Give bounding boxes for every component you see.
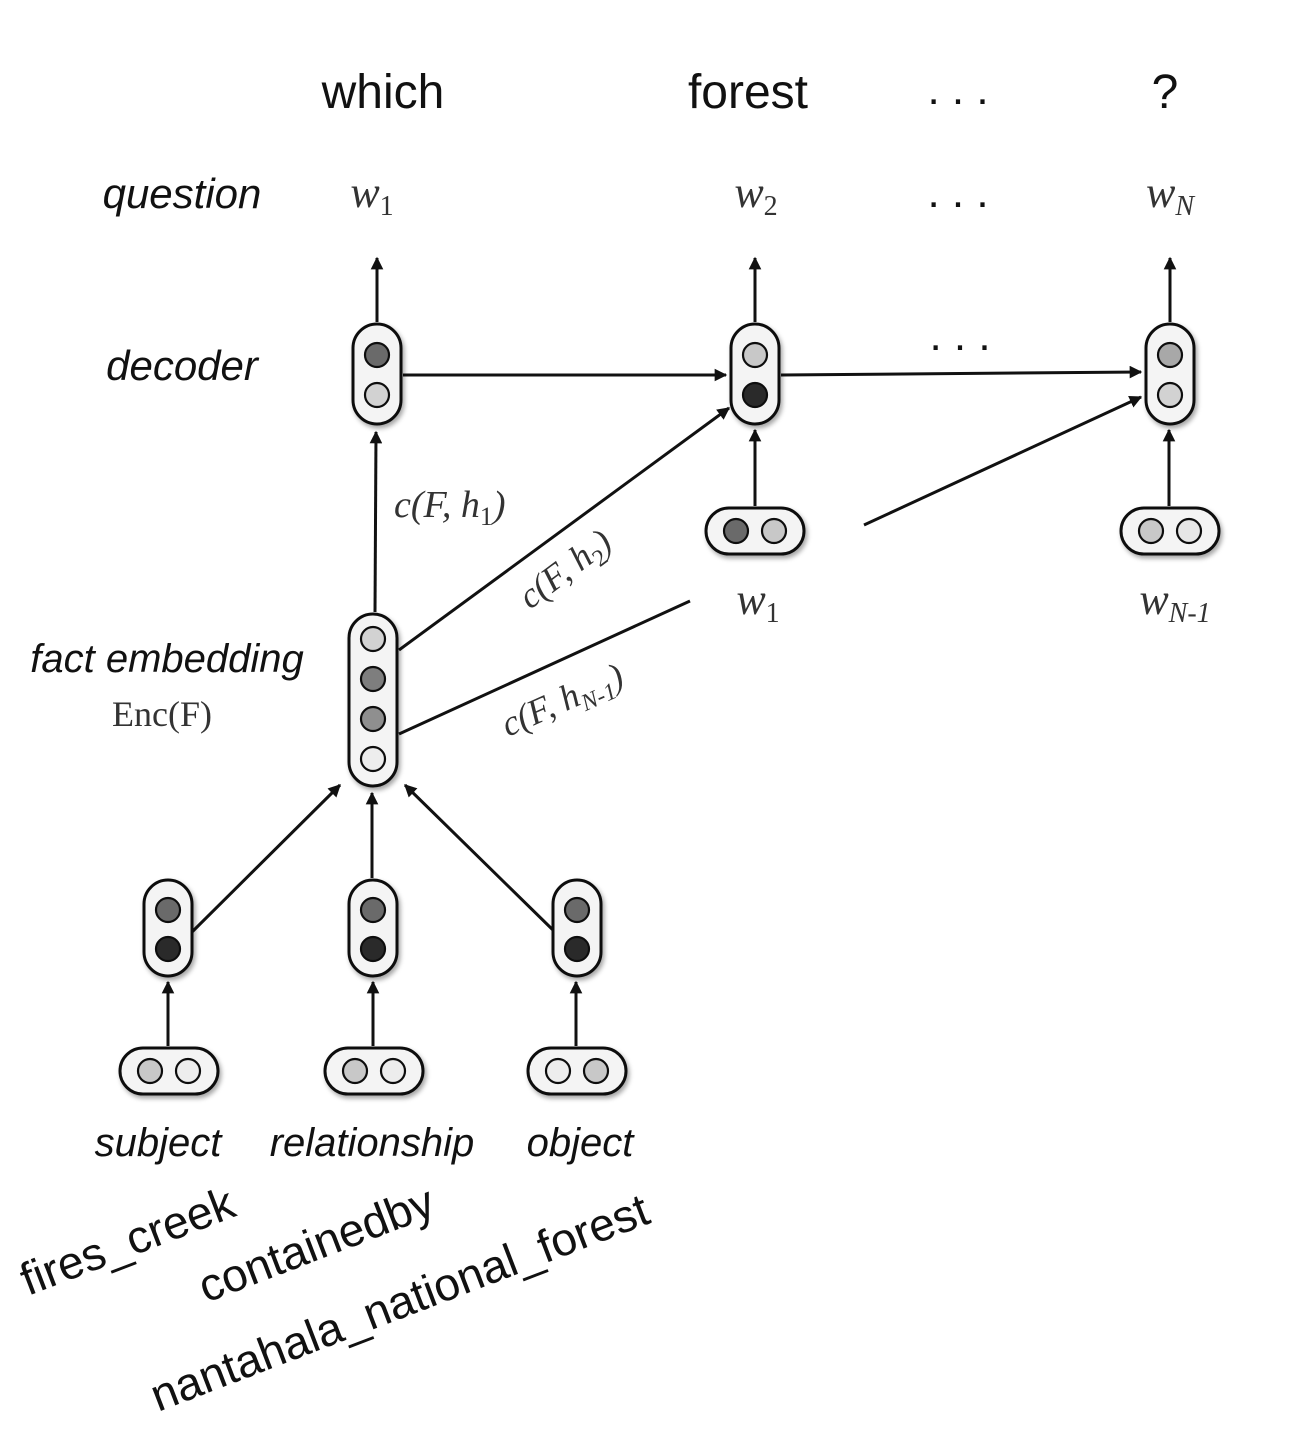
- relationship-encoder-unit-1: [359, 896, 387, 924]
- label-decoder: decoder: [106, 342, 260, 389]
- edge-fact-to-decoder1: [369, 430, 383, 613]
- edge-fact-to-decoder3-part2: [863, 395, 1143, 527]
- question-token-w1: w1: [350, 168, 393, 222]
- context-label-c1: c(F, h1): [394, 484, 506, 531]
- fact-embedding-cell: [347, 612, 399, 788]
- question-token-ellipsis: . . .: [927, 168, 988, 217]
- object-encoder-unit-2: [563, 935, 591, 963]
- relationship-embedding-unit-1: [341, 1057, 369, 1085]
- fact-embedding-unit-1: [359, 625, 387, 653]
- subject-encoder-unit-1: [154, 896, 182, 924]
- label-enc-f: Enc(F): [112, 694, 212, 734]
- decoder-cell-1: [351, 322, 403, 426]
- decoder-cell-2-unit-2: [741, 381, 769, 409]
- output-word-forest: forest: [688, 66, 808, 119]
- output-word-question-mark: ?: [1152, 66, 1179, 119]
- relationship-embedding: [323, 1046, 425, 1096]
- subject-embedding-unit-2: [174, 1057, 202, 1085]
- question-token-w2: w2: [734, 168, 777, 222]
- decoder-cell-1-unit-2: [363, 381, 391, 409]
- edge-fact-to-decoder2: [398, 406, 731, 652]
- decoder-cell-3-unit-2: [1156, 381, 1184, 409]
- object-embedding-unit-2: [582, 1057, 610, 1085]
- subject-embedding-unit-1: [136, 1057, 164, 1085]
- object-embedding: [526, 1046, 628, 1096]
- decoder-cell-3: [1144, 322, 1196, 426]
- context-label-c2: c(F, h2): [511, 521, 623, 621]
- input-embedding-w1-unit-1: [722, 517, 750, 545]
- input-embedding-wn1-unit-1: [1137, 517, 1165, 545]
- input-token-wn1: wN-1: [1139, 575, 1210, 629]
- edge-subject-to-fact: [190, 783, 342, 934]
- object-encoder-unit-1: [563, 896, 591, 924]
- fact-embedding-unit-4: [359, 745, 387, 773]
- label-question: question: [103, 170, 262, 217]
- input-embedding-wn1: [1119, 506, 1221, 556]
- output-word-which: which: [321, 66, 445, 119]
- fact-embedding-unit-3: [359, 705, 387, 733]
- object-embedding-unit-1: [544, 1057, 572, 1085]
- output-word-ellipsis: . . .: [927, 65, 988, 114]
- slot-label-subject: subject: [95, 1121, 224, 1165]
- decoder-cell-2: [729, 322, 781, 426]
- decoder-ellipsis: . . .: [929, 311, 990, 360]
- relationship-encoder-unit-2: [359, 935, 387, 963]
- decoder-cell-3-unit-1: [1156, 341, 1184, 369]
- input-embedding-w1: [704, 506, 806, 556]
- slot-label-object: object: [527, 1121, 636, 1165]
- relationship-encoder-cell: [347, 878, 399, 978]
- edge-decoder2-to-decoder3: [780, 365, 1143, 379]
- question-token-wn: wN: [1146, 168, 1195, 222]
- decoder-cell-1-unit-1: [363, 341, 391, 369]
- object-encoder-cell: [551, 878, 603, 978]
- input-token-w1: w1: [736, 575, 779, 629]
- edge-object-to-fact: [403, 783, 557, 934]
- subject-embedding: [118, 1046, 220, 1096]
- edge-fact-to-decoder3-part1: [398, 599, 691, 736]
- input-embedding-w1-unit-2: [760, 517, 788, 545]
- input-embedding-wn1-unit-2: [1175, 517, 1203, 545]
- relationship-embedding-unit-2: [379, 1057, 407, 1085]
- decoder-cell-2-unit-1: [741, 341, 769, 369]
- context-label-cn: c(F, hN-1): [495, 655, 632, 750]
- label-fact-embedding: fact embedding: [30, 637, 304, 681]
- slot-label-relationship: relationship: [270, 1121, 475, 1165]
- fact-embedding-unit-2: [359, 665, 387, 693]
- subject-encoder-cell: [142, 878, 194, 978]
- subject-encoder-unit-2: [154, 935, 182, 963]
